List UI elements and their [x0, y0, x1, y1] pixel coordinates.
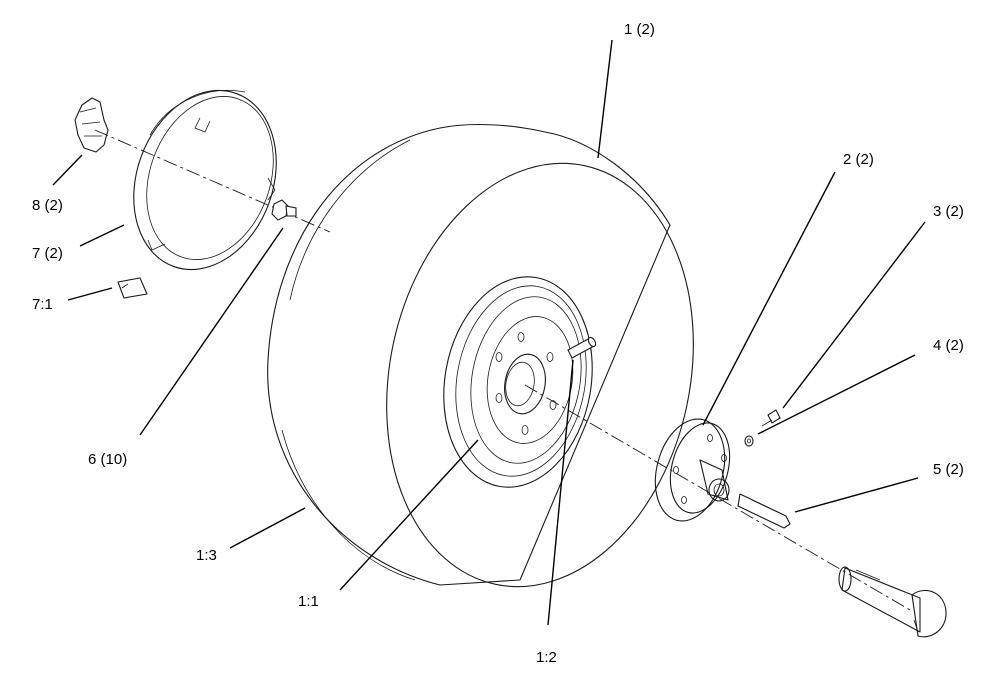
leader-8: [52, 154, 83, 186]
assembly-axis: [94, 129, 911, 611]
leader-3: [782, 221, 926, 409]
lug-nut: [271, 199, 297, 221]
leader-1: [597, 39, 613, 159]
leader-7: [79, 224, 125, 247]
callout-7: 7 (2): [32, 245, 63, 262]
wheel-hub: [654, 418, 731, 522]
callout-3: 3 (2): [933, 203, 964, 220]
rim-bolt-holes: [495, 332, 557, 435]
callout-1-2: 1:2: [536, 649, 557, 666]
callout-4: 4 (2): [933, 337, 964, 354]
callout-8: 8 (2): [32, 197, 63, 214]
valve-stem: [567, 336, 597, 359]
leader-lines: [52, 39, 926, 626]
leader-2: [702, 171, 836, 426]
washer: [744, 435, 754, 447]
clip: [74, 97, 109, 153]
leader-1-1: [339, 439, 479, 591]
callout-1-3: 1:3: [196, 547, 217, 564]
rim: [443, 276, 593, 488]
leader-5: [794, 477, 919, 513]
decal-7-1: [117, 277, 148, 299]
leader-7-1: [67, 287, 113, 301]
axle-key: [737, 493, 791, 529]
bolt: [761, 409, 781, 427]
wheel-cover: [133, 89, 277, 271]
leader-4: [757, 354, 916, 435]
callout-1-1: 1:1: [298, 593, 319, 610]
callout-2: 2 (2): [843, 151, 874, 168]
leader-6: [139, 227, 284, 436]
leader-1-2: [547, 359, 574, 626]
callout-labels: 1 (2) 2 (2) 3 (2) 4 (2) 5 (2) 6 (10) 7 (…: [32, 21, 964, 666]
callout-5: 5 (2): [933, 461, 964, 478]
callout-6: 6 (10): [88, 451, 127, 468]
callout-1: 1 (2): [624, 21, 655, 38]
tire: [267, 123, 694, 588]
axle-shaft: [838, 566, 947, 638]
callout-7-1: 7:1: [32, 296, 53, 313]
leader-1-3: [229, 507, 306, 549]
